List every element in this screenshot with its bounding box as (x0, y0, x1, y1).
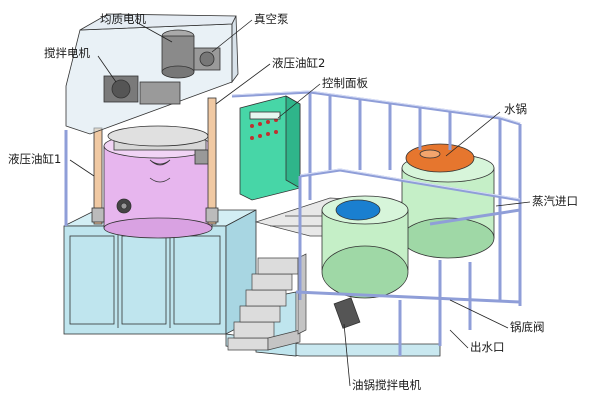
label-steam-inlet: 蒸汽进口 (532, 194, 578, 208)
frame-railings (64, 90, 522, 356)
main-tank (103, 125, 213, 239)
label-oil-pot-stirring-motor: 油锅搅拌电机 (352, 378, 421, 392)
label-pot-bottom-valve: 锅底阀 (510, 320, 545, 334)
label-stirring-motor: 搅拌电机 (44, 46, 90, 60)
label-water-pot: 水锅 (504, 102, 527, 116)
label-hydraulic-cylinder-2: 液压油缸2 (272, 56, 326, 70)
frame-highlights (231, 90, 521, 200)
oil-pot (321, 195, 409, 329)
label-water-outlet: 出水口 (470, 340, 505, 354)
label-homogenizer-motor: 均质电机 (100, 12, 146, 26)
label-vacuum-pump: 真空泵 (254, 12, 289, 26)
motor-housing (65, 13, 239, 135)
water-pot (401, 143, 495, 259)
leader-lines (69, 19, 531, 387)
label-control-panel: 控制面板 (322, 76, 368, 90)
control-panel (239, 95, 301, 201)
label-hydraulic-cylinder-1: 液压油缸1 (8, 152, 62, 166)
